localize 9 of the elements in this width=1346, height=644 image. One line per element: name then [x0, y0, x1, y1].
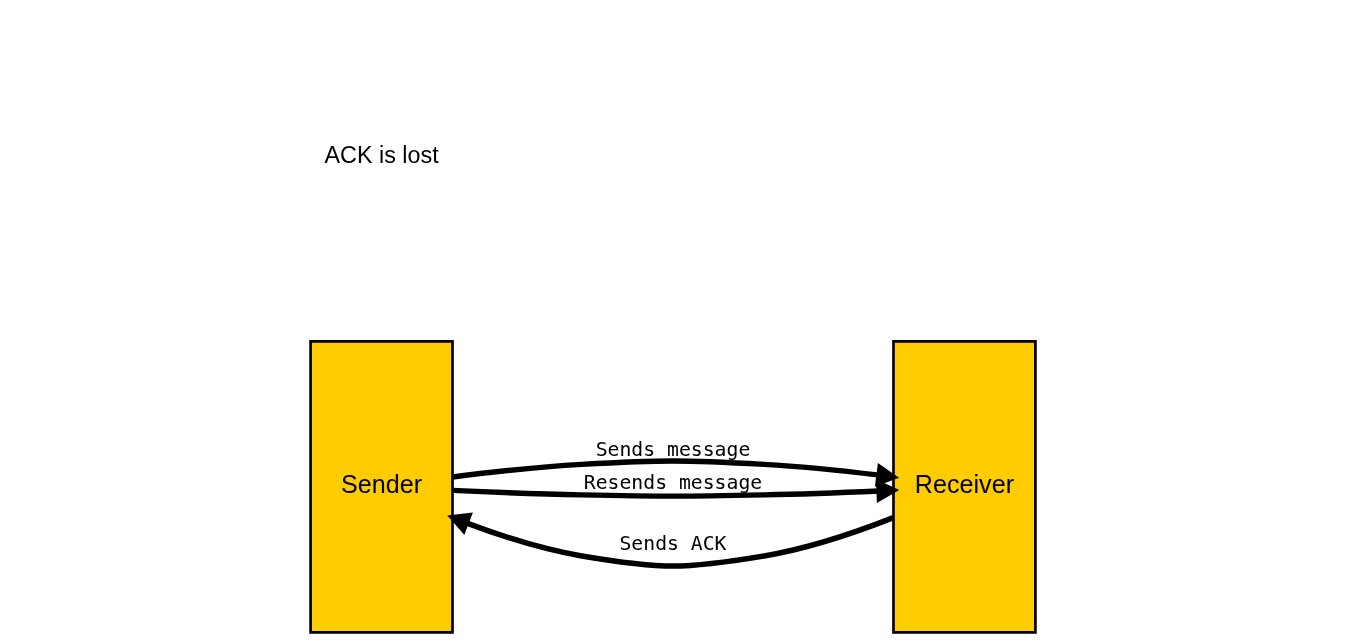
edge-label: Resends message [583, 471, 763, 495]
edge-label: Sends message [595, 437, 751, 461]
arrow [452, 458, 900, 487]
edge-label: Sends ACK [619, 532, 727, 556]
arrow [452, 479, 900, 504]
label: ACK is lost [324, 141, 439, 168]
arrow [447, 512, 895, 569]
node-box: Sender [309, 339, 454, 634]
node-box: Receiver [892, 339, 1037, 634]
